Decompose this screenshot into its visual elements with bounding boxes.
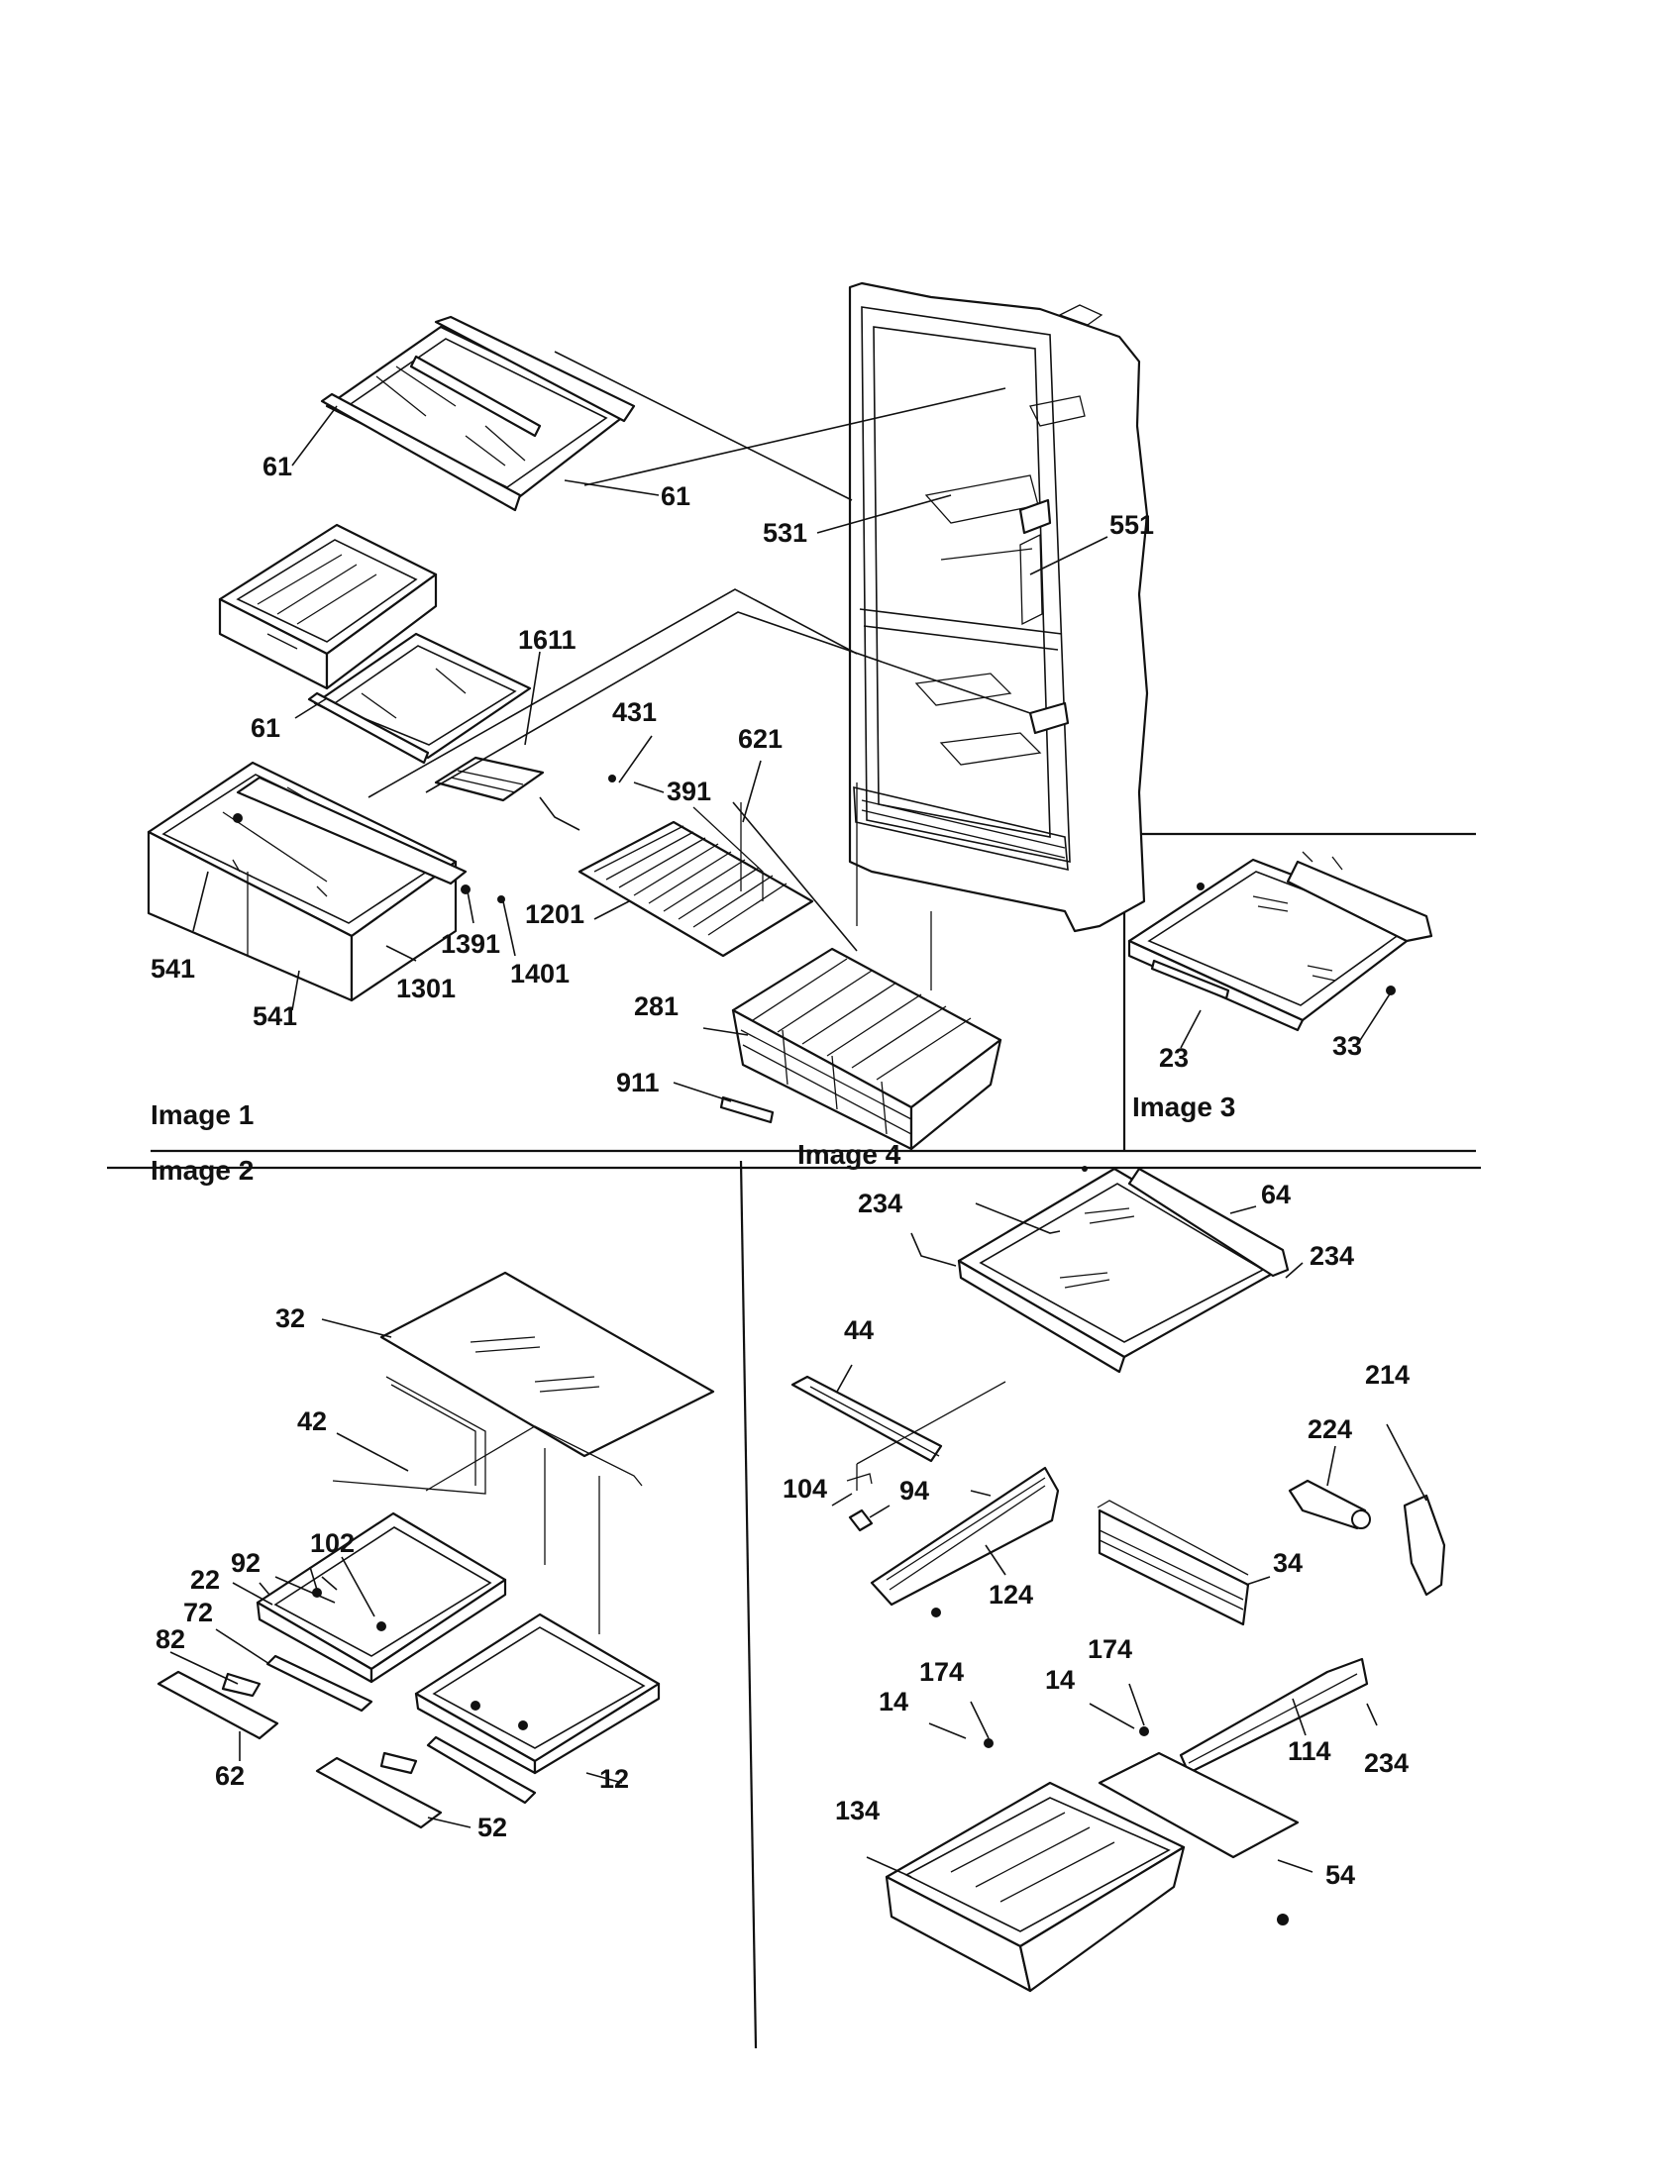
callout-label: 14 (879, 1687, 909, 1716)
rail-34 (1097, 1500, 1271, 1626)
callout-label: 431 (612, 697, 658, 727)
callout-label: 54 (1325, 1860, 1356, 1890)
frame-42 (332, 1376, 643, 1634)
callout-label: 33 (1332, 1031, 1363, 1061)
callout-label: 224 (1308, 1414, 1353, 1444)
wire-shelf-1201 (578, 802, 814, 958)
leader-lines-image1 (192, 351, 1108, 1102)
callout-label: 61 (251, 713, 281, 743)
cover-62 (157, 1651, 279, 1761)
panel-title-image3: Image 3 (1132, 1092, 1236, 1122)
callout-label: 174 (919, 1657, 965, 1687)
callout-label: 94 (899, 1476, 930, 1506)
callout-label: 62 (215, 1761, 246, 1791)
wire-basket-281 (731, 947, 1002, 1151)
callout-label: 1201 (525, 899, 585, 929)
callout-label: 391 (667, 777, 712, 806)
callout-label: 114 (1288, 1736, 1331, 1766)
rail-44 (790, 1364, 1006, 1491)
callout-label: 14 (1045, 1665, 1076, 1695)
callout-label: 1611 (518, 625, 577, 655)
slide-rail-124 (870, 1466, 1060, 1617)
callout-label: 22 (190, 1565, 221, 1595)
callout-label: 1301 (396, 974, 457, 1003)
callout-label: 72 (183, 1598, 214, 1627)
shelf-23 (1127, 851, 1433, 1049)
drawer-left-image2 (232, 1511, 507, 1684)
crisper-drawer-upper (218, 523, 438, 690)
callout-label: 44 (844, 1315, 875, 1345)
callout-label: 551 (1109, 510, 1155, 540)
callout-label: 12 (599, 1764, 630, 1794)
callout-label: 102 (310, 1528, 356, 1558)
callout-label: 124 (989, 1580, 1034, 1610)
callout-label: 234 (858, 1189, 903, 1218)
hinge-224-214 (1288, 1423, 1446, 1597)
panel-title-image2: Image 2 (151, 1155, 255, 1186)
callout-label: 234 (1364, 1748, 1410, 1778)
refrigerator-cabinet (848, 281, 1149, 990)
callout-label: 52 (477, 1813, 508, 1842)
callout-label: 134 (835, 1796, 881, 1825)
crisper-134-54 (866, 1751, 1313, 1993)
drawer-right-12 (414, 1612, 661, 1784)
panel-title-image1: Image 1 (151, 1099, 255, 1130)
crisper-drawers-541 (147, 761, 468, 1002)
callout-label: 1401 (510, 959, 571, 988)
callout-label: 541 (253, 1001, 298, 1031)
callout-label: 1391 (441, 929, 501, 959)
bar-and-cover-52 (315, 1735, 537, 1829)
callout-label: 281 (634, 991, 680, 1021)
shelf-64 (910, 1166, 1304, 1374)
shelf-61-lower (307, 632, 532, 765)
callout-label: 61 (262, 452, 293, 481)
shelf-61-top (320, 315, 636, 512)
handle-911 (719, 1095, 775, 1124)
callout-label: 541 (151, 954, 196, 984)
callout-label: 64 (1261, 1180, 1292, 1209)
bracket-94-104 (831, 1493, 891, 1532)
callout-label: 61 (661, 481, 691, 511)
glass-shelf-32 (321, 1271, 715, 1458)
callout-label: 214 (1365, 1360, 1411, 1390)
callout-label: 92 (231, 1548, 262, 1578)
callout-label: 23 (1159, 1043, 1190, 1073)
callout-label: 234 (1310, 1241, 1355, 1271)
callout-label: 104 (783, 1474, 828, 1504)
callout-label: 34 (1273, 1548, 1304, 1578)
bar-72 (215, 1628, 373, 1713)
callout-label: 621 (738, 724, 784, 754)
callout-label: 32 (275, 1303, 306, 1333)
callout-label: 531 (763, 518, 808, 548)
bracket-1611 (434, 756, 545, 802)
rail-114 (1179, 1657, 1378, 1775)
callout-label: 82 (156, 1624, 186, 1654)
panel-title-image4: Image 4 (797, 1139, 901, 1170)
fasteners-14-174 (928, 1683, 1149, 1748)
callout-label: 174 (1088, 1634, 1133, 1664)
callout-label: 911 (616, 1068, 660, 1097)
callout-label: 42 (297, 1406, 328, 1436)
